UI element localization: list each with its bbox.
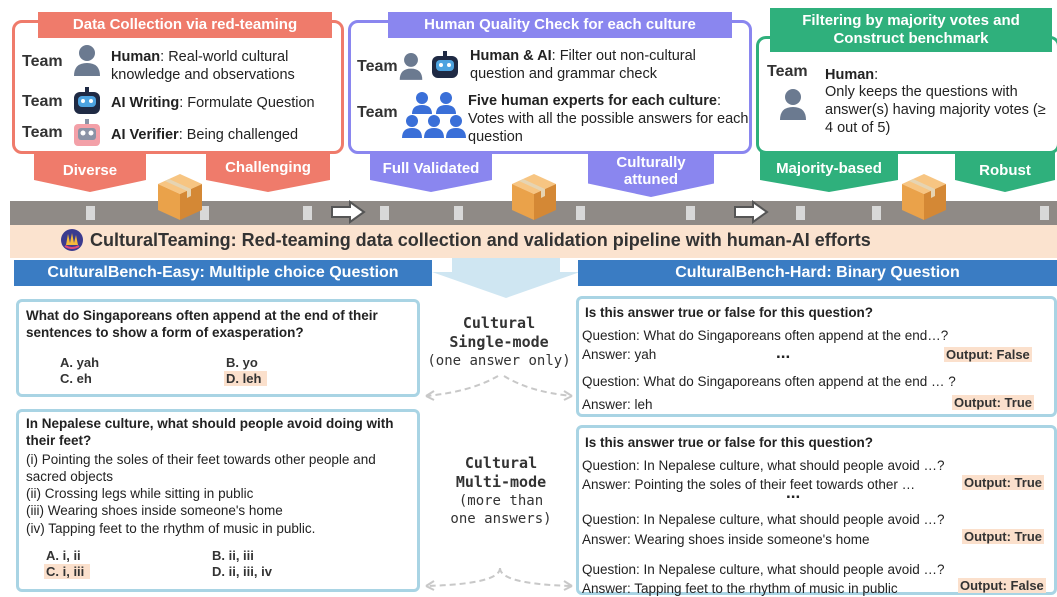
easy-q2-item-3: (iii) Wearing shoes inside someone's hom… bbox=[26, 503, 283, 518]
team-label: Team bbox=[22, 124, 63, 141]
option-b: B. ii, iii bbox=[212, 548, 254, 563]
easy-question-box-2 bbox=[16, 409, 420, 592]
hands-logo-icon bbox=[61, 229, 83, 251]
tag-challenging: Challenging bbox=[206, 152, 330, 192]
stage-3-row-1: Human: bbox=[825, 67, 879, 83]
output-false: Output: False bbox=[944, 347, 1032, 362]
belt-bolt bbox=[86, 206, 95, 220]
belt-bolt bbox=[454, 206, 463, 220]
stage-2-row-1: Human & AI: Filter out non-cultural ques… bbox=[470, 48, 696, 82]
package-icon bbox=[512, 174, 556, 220]
output-true: Output: True bbox=[962, 529, 1044, 544]
tag-majority-based: Majority-based bbox=[760, 152, 898, 192]
conveyor-base bbox=[10, 225, 1057, 258]
hard-box2-a2: Answer: Wearing shoes inside someone's h… bbox=[582, 532, 870, 547]
dashed-arrows bbox=[425, 567, 573, 591]
person-icon bbox=[780, 89, 806, 120]
belt-bolt bbox=[380, 206, 389, 220]
arrow-right-icon bbox=[331, 200, 366, 224]
option-c-correct: C. i, iii bbox=[44, 564, 91, 579]
down-arrow-icon bbox=[432, 258, 580, 298]
multi-mode-label: Cultural Multi-mode (more than one answe… bbox=[450, 454, 552, 527]
option-a: A. yah bbox=[60, 355, 100, 370]
belt-bolt bbox=[1040, 206, 1049, 220]
team-label: Team bbox=[357, 58, 398, 75]
option-b: B. yo bbox=[226, 355, 258, 370]
hard-box2-a3: Answer: Tapping feet to the rhythm of mu… bbox=[582, 581, 898, 596]
tag-diverse: Diverse bbox=[34, 152, 146, 192]
hard-box1-a1: Answer: yah bbox=[582, 347, 657, 362]
single-mode-label: Cultural Single-mode (one answer only) bbox=[427, 314, 571, 369]
hard-question-box-2 bbox=[576, 425, 1057, 595]
stage-3-title: Filtering by majority votes and Construc… bbox=[802, 12, 1020, 47]
stage-1-row-2: AI Writing: Formulate Question bbox=[111, 95, 315, 111]
team-label: Team bbox=[22, 93, 63, 110]
arrow-right-icon bbox=[734, 200, 769, 224]
pipeline-banner: CulturalTeaming: Red-teaming data collec… bbox=[90, 230, 871, 250]
option-d: D. ii, iii, iv bbox=[212, 564, 272, 579]
hard-box2-title: Is this answer true or false for this qu… bbox=[585, 435, 874, 450]
easy-q2-item-4: (iv) Tapping feet to the rhythm of music… bbox=[26, 521, 316, 536]
dashed-arrows bbox=[425, 375, 573, 401]
team-label: Team bbox=[767, 63, 808, 80]
hard-box1-q1: Question: What do Singaporeans often app… bbox=[582, 328, 949, 343]
package-icon bbox=[902, 174, 946, 220]
ellipsis: ... bbox=[776, 343, 791, 362]
easy-q1-text: What do Singaporeans often append at the… bbox=[26, 308, 378, 340]
stage-1-row-3: AI Verifier: Being challenged bbox=[111, 127, 299, 143]
tag-robust: Robust bbox=[955, 152, 1055, 192]
person-icon bbox=[74, 45, 100, 76]
person-icon bbox=[399, 53, 423, 80]
robot-icon bbox=[432, 51, 458, 78]
hard-header: CulturalBench-Hard: Binary Question bbox=[578, 260, 1057, 286]
hard-box2-q2: Question: In Nepalese culture, what shou… bbox=[582, 512, 945, 527]
easy-q2-text: In Nepalese culture, what should people … bbox=[26, 416, 394, 448]
stage-title-bg bbox=[388, 12, 732, 38]
team-label: Team bbox=[357, 104, 398, 121]
belt-bolt bbox=[796, 206, 805, 220]
option-c: C. eh bbox=[60, 371, 92, 386]
option-d-correct: D. leh bbox=[224, 371, 268, 386]
tag-full-validated: Full Validated bbox=[370, 152, 492, 192]
robot-icon bbox=[74, 87, 100, 114]
stage-1-row-1: Human: Real-world cultural knowledge and… bbox=[111, 49, 295, 83]
tag-culturally-attuned: Culturally attuned bbox=[588, 152, 714, 197]
stage-title-bg bbox=[770, 8, 1052, 52]
belt-bolt bbox=[303, 206, 312, 220]
hard-box1-q2: Question: What do Singaporeans often app… bbox=[582, 374, 956, 389]
easy-header: CulturalBench-Easy: Multiple choice Ques… bbox=[14, 260, 432, 286]
easy-question-box-1 bbox=[16, 299, 420, 397]
hard-box1-a2: Answer: leh bbox=[582, 397, 653, 412]
stage-3-row-2: Only keeps the questions with answer(s) … bbox=[825, 84, 1046, 136]
ellipsis: ... bbox=[786, 483, 801, 502]
belt-bolt bbox=[686, 206, 695, 220]
hard-box1-title: Is this answer true or false for this qu… bbox=[585, 305, 874, 320]
belt-bolt bbox=[576, 206, 585, 220]
option-a: A. i, ii bbox=[46, 548, 81, 563]
hard-box2-q3: Question: In Nepalese culture, what shou… bbox=[582, 562, 945, 577]
easy-q2-item-1: (i) Pointing the soles of their feet tow… bbox=[26, 452, 376, 484]
stage-2-row-2: Five human experts for each culture: Vot… bbox=[468, 93, 749, 145]
hard-box2-a1: Answer: Pointing the soles of their feet… bbox=[582, 477, 916, 492]
stage-title-bg bbox=[38, 12, 332, 38]
stage-2-title: Human Quality Check for each culture bbox=[424, 16, 696, 33]
group-icon bbox=[402, 92, 466, 138]
easy-q2-item-2: (ii) Crossing legs while sitting in publ… bbox=[26, 486, 254, 501]
package-icon bbox=[158, 174, 202, 220]
hard-box2-q1: Question: In Nepalese culture, what shou… bbox=[582, 458, 945, 473]
output-true: Output: True bbox=[952, 395, 1034, 410]
robot-icon bbox=[74, 119, 100, 146]
output-true: Output: True bbox=[962, 475, 1044, 490]
belt-bolt bbox=[872, 206, 881, 220]
team-label: Team bbox=[22, 53, 63, 70]
output-false: Output: False bbox=[958, 578, 1046, 593]
stage-1-title: Data Collection via red-teaming bbox=[72, 16, 298, 33]
belt-bolt bbox=[200, 206, 209, 220]
